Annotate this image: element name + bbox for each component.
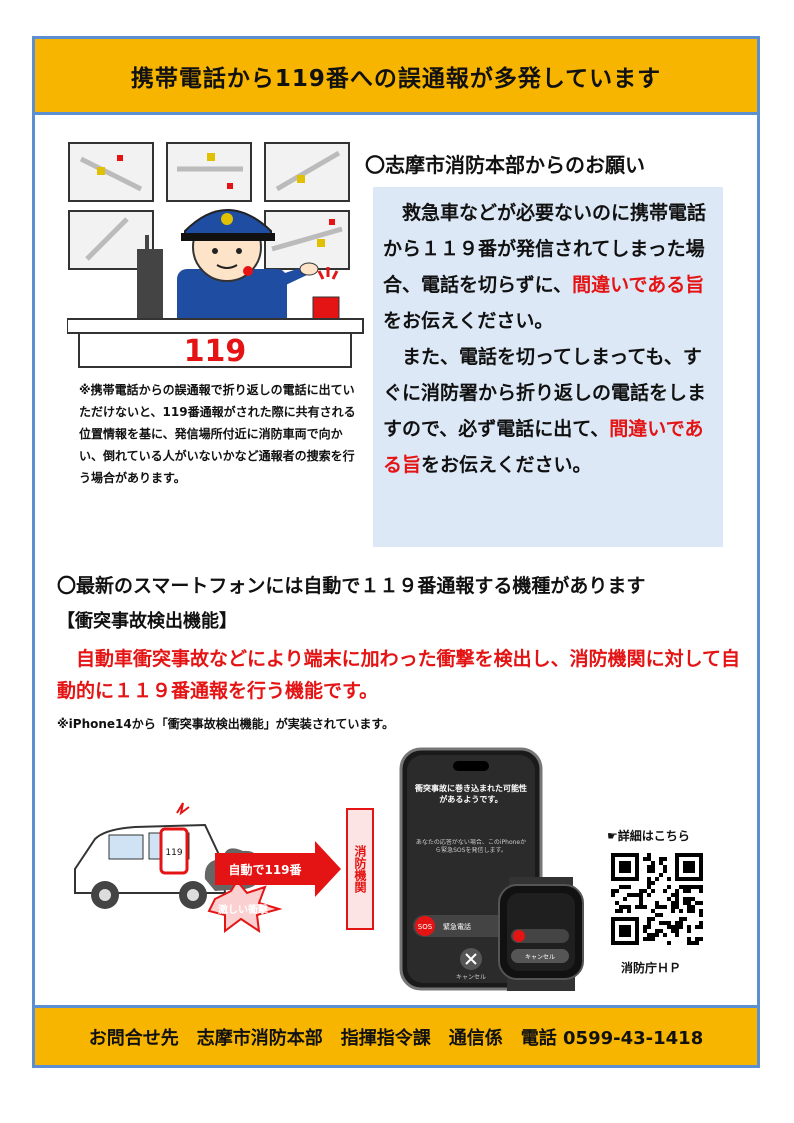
panel-number: 119: [184, 334, 247, 369]
request-p2-b: をお伝えください。: [421, 454, 592, 476]
car-phone-label: 119: [165, 848, 182, 858]
request-p2-red: 間違いである旨: [383, 418, 704, 476]
dest-label: 消防機関: [353, 844, 367, 894]
qr-site-label: 消防庁ＨＰ: [621, 961, 682, 975]
iphone-note: ※iPhone14から「衝突事故検出機能」が実装されています。: [57, 717, 395, 731]
impact-label: 激しい衝撃: [218, 903, 268, 916]
watch-cancel-label: キャンセル: [525, 954, 555, 961]
feature-description: 自動車衝突事故などにより端末に加わった衝撃を検出し、消防機関に対して自動的に１１…: [57, 648, 741, 702]
phone-alert-text: 衝突事故に巻き込まれた可能性があるようです。: [415, 784, 527, 804]
footer-banner: お問合せ先 志摩市消防本部 指揮指令課 通信係 電話 0599-43-1418: [35, 1005, 757, 1065]
request-box: 救急車などが必要ないのに携帯電話から１１９番が発信されてしまった場合、電話を切ら…: [373, 187, 723, 547]
request-p1-a: 救急車などが必要ないのに携帯電話から１１９番が発信されてしまった場合、電話を切ら…: [383, 202, 707, 296]
request-p1-red: 間違いである旨: [572, 274, 705, 296]
pointer-icon: ☛: [607, 829, 618, 843]
request-p1-b: をお伝えください。: [383, 310, 554, 332]
phone-sub-text: あなたの応答がない場合、このiPhoneから緊急SOSを発信します。: [415, 839, 527, 854]
qr-code[interactable]: [611, 853, 703, 945]
crash-diagram: 119 激しい衝撃 自動で119番 消防機関: [74, 802, 374, 934]
sos-slider-icon[interactable]: [415, 916, 435, 936]
callback-note: ※携帯電話からの誤通報で折り返しの電話に出ていただけないと、119番通報がされた…: [79, 383, 356, 485]
poster-frame: 携帯電話から119番への誤通報が多発しています 119 ※携帯電話からの誤通報で…: [32, 36, 760, 1068]
header-banner: 携帯電話から119番への誤通報が多発しています: [35, 39, 757, 115]
header-title: 携帯電話から119番への誤通報が多発しています: [130, 65, 662, 92]
smartphone-title: 〇最新のスマートフォンには自動で１１９番通報する機種があります: [57, 575, 646, 597]
arrow-icon: [215, 841, 341, 897]
arrow-label: 自動で119番: [228, 862, 302, 877]
phone-cancel-label: キャンセル: [456, 974, 486, 981]
sos-label: 緊急電話: [443, 922, 471, 931]
phone-in-car-icon: [159, 827, 189, 875]
request-p2-a: また、電話を切ってしまっても、すぐに消防署から折り返しの電話をしますので、必ず電…: [383, 346, 707, 440]
iphone-watch-image: 衝突事故に巻き込まれた可能性があるようです。 あなたの応答がない場合、このiPh…: [399, 747, 584, 991]
request-title: 〇志摩市消防本部からのお願い: [365, 153, 645, 177]
sos-text: SOS: [418, 923, 433, 931]
qr-label: ☛詳細はこちら: [607, 829, 690, 843]
dispatcher-illustration: 119: [67, 142, 364, 369]
footer-contact: お問合せ先 志摩市消防本部 指揮指令課 通信係 電話 0599-43-1418: [88, 1027, 704, 1049]
feature-heading: 【衝突事故検出機能】: [57, 611, 237, 632]
